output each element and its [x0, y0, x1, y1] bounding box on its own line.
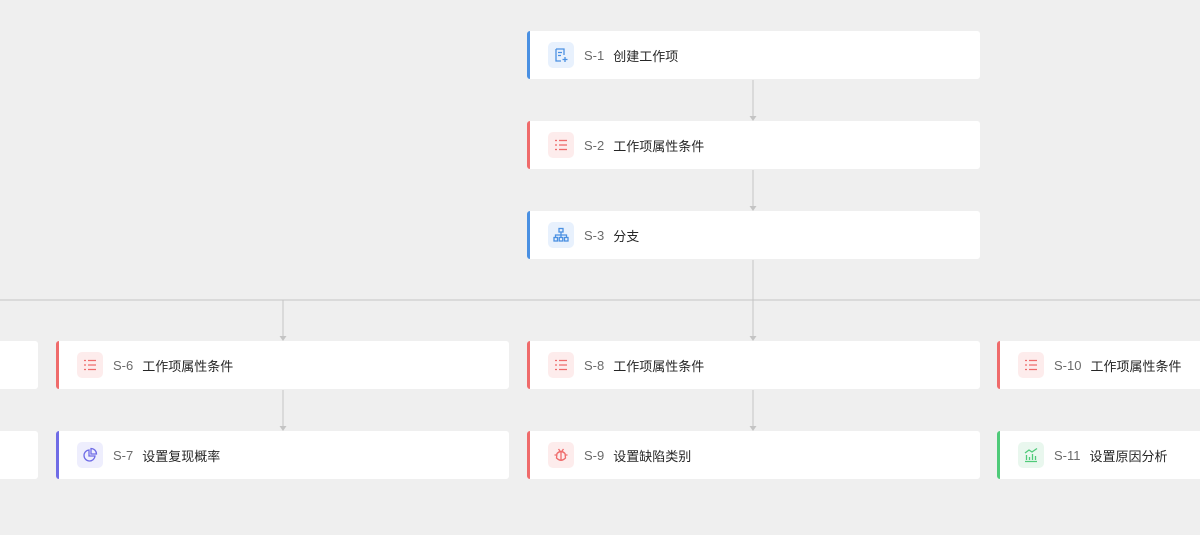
node-s2[interactable]: S-2 工作项属性条件	[527, 121, 980, 169]
branch-icon	[548, 222, 574, 248]
node-label: 工作项属性条件	[613, 358, 705, 374]
node-code: S-10	[1054, 357, 1082, 373]
list-icon	[77, 352, 103, 378]
node-s7[interactable]: S-7 设置复现概率	[56, 431, 509, 479]
node-code: S-2	[584, 137, 605, 153]
node-s1[interactable]: S-1 创建工作项	[527, 31, 980, 79]
list-icon	[1018, 352, 1044, 378]
bar-chart-icon	[1018, 442, 1044, 468]
node-s10[interactable]: S-10 工作项属性条件	[997, 341, 1200, 389]
list-icon	[548, 132, 574, 158]
node-label: 创建工作项	[613, 48, 679, 64]
node-label: 工作项属性条件	[613, 138, 705, 154]
list-icon	[548, 352, 574, 378]
node-offscreen-left-upper[interactable]	[0, 341, 38, 389]
node-s8[interactable]: S-8 工作项属性条件	[527, 341, 980, 389]
bug-icon	[548, 442, 574, 468]
node-label: 设置原因分析	[1089, 448, 1168, 464]
node-offscreen-left-lower[interactable]	[0, 431, 38, 479]
node-label: 分支	[613, 228, 640, 244]
node-s3[interactable]: S-3 分支	[527, 211, 980, 259]
create-doc-icon	[548, 42, 574, 68]
node-code: S-3	[584, 227, 605, 243]
pie-chart-icon	[77, 442, 103, 468]
node-code: S-7	[113, 447, 134, 463]
node-s9[interactable]: S-9 设置缺陷类别	[527, 431, 980, 479]
node-label: 设置缺陷类别	[613, 448, 692, 464]
node-label: 工作项属性条件	[142, 358, 234, 374]
node-label: 工作项属性条件	[1090, 358, 1182, 374]
node-label: 设置复现概率	[142, 448, 221, 464]
node-code: S-9	[584, 447, 605, 463]
node-s6[interactable]: S-6 工作项属性条件	[56, 341, 509, 389]
node-s11[interactable]: S-11 设置原因分析	[997, 431, 1200, 479]
node-code: S-1	[584, 47, 605, 63]
node-code: S-6	[113, 357, 134, 373]
node-code: S-11	[1054, 447, 1081, 463]
node-code: S-8	[584, 357, 605, 373]
